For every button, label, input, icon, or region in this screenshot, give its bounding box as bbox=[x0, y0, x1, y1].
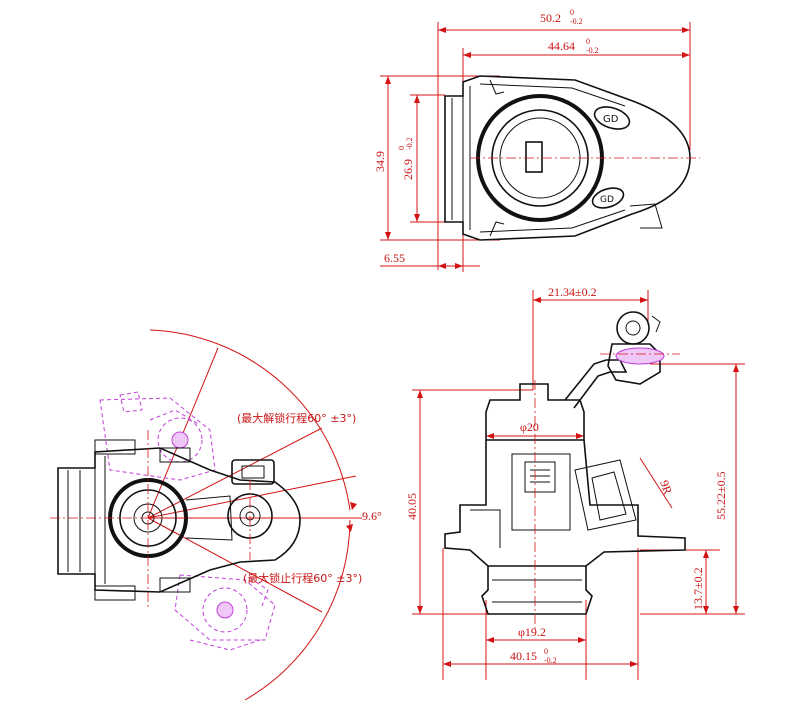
dim-arm-height: 55.22±0.5 bbox=[640, 363, 745, 615]
body-width-lower: -0.2 bbox=[586, 46, 599, 55]
base-height-value: 13.7±0.2 bbox=[691, 567, 705, 610]
base-diameter-value: φ19.2 bbox=[518, 625, 546, 639]
base-width-lower: -0.2 bbox=[544, 656, 557, 665]
total-height-value: 40.05 bbox=[405, 493, 419, 520]
arm-height-value: 55.22±0.5 bbox=[714, 471, 728, 520]
offset-angle: 9.6° bbox=[362, 509, 382, 523]
lock-note: (最大锁止行程60° ±3°) bbox=[243, 571, 362, 585]
side-lever-arm bbox=[564, 359, 628, 409]
body-width-upper: 0 bbox=[586, 37, 590, 46]
base-width-value: 40.15 bbox=[510, 649, 537, 663]
dim-arm-offset: 21.34±0.2 bbox=[532, 285, 649, 390]
lever-cap bbox=[231, 459, 275, 485]
top-logo-upper bbox=[593, 106, 631, 130]
unlock-arc bbox=[149, 329, 351, 511]
dim-flange-offset: 6.55 bbox=[380, 230, 480, 272]
left-view: (最大解锁行程60° ±3°) (最大锁止行程60° ±3°) 9.6° bbox=[50, 329, 382, 701]
spring-dim-value: 9R bbox=[657, 478, 675, 496]
side-view: 21.34±0.2 φ20 40.05 55.22±0.5 bbox=[405, 285, 745, 680]
dim-base-diameter: φ19.2 bbox=[485, 600, 587, 680]
left-body-outline bbox=[57, 447, 301, 593]
top-logo-lower bbox=[591, 187, 625, 209]
dim-base-height: 13.7±0.2 bbox=[640, 549, 720, 614]
overall-width-lower: -0.2 bbox=[570, 17, 583, 26]
arm-offset-value: 21.34±0.2 bbox=[548, 285, 597, 299]
svg-text:GD: GD bbox=[603, 114, 619, 125]
svg-text:GD: GD bbox=[600, 195, 614, 205]
dim-base-width: 40.15 0 -0.2 bbox=[442, 548, 639, 680]
side-housing bbox=[444, 439, 686, 567]
overall-width-upper: 0 bbox=[570, 8, 574, 17]
side-lever-eye bbox=[616, 311, 650, 345]
inner-height-lower: -0.2 bbox=[405, 137, 414, 150]
height-value: 34.9 bbox=[373, 151, 387, 172]
dim-height: 34.9 bbox=[373, 75, 500, 241]
lock-arc bbox=[244, 519, 351, 701]
inner-height-upper: 0 bbox=[397, 146, 406, 150]
top-view: 50.2 0 -0.2 44.64 0 -0.2 34.9 bbox=[373, 8, 700, 272]
dim-body-width: 44.64 0 -0.2 bbox=[462, 37, 690, 90]
ghost-positions bbox=[99, 391, 276, 651]
base-width-upper: 0 bbox=[544, 647, 548, 656]
dim-overall-width: 50.2 0 -0.2 bbox=[437, 8, 691, 270]
overall-width-value: 50.2 bbox=[540, 11, 561, 25]
body-width-value: 44.64 bbox=[548, 39, 575, 53]
dim-total-height: 40.05 bbox=[405, 389, 533, 615]
inner-height-value: 26.9 bbox=[401, 159, 415, 180]
unlock-note: (最大解锁行程60° ±3°) bbox=[237, 411, 356, 425]
dim-inner-height: 26.9 0 -0.2 bbox=[397, 94, 445, 223]
flange-offset-value: 6.55 bbox=[384, 251, 405, 265]
top-key-slot bbox=[525, 141, 543, 173]
side-base bbox=[481, 566, 593, 615]
cylinder-diameter-value: φ20 bbox=[520, 420, 539, 434]
side-lever-highlight bbox=[615, 347, 665, 365]
svg-text:50.2: 50.2 bbox=[540, 11, 561, 25]
